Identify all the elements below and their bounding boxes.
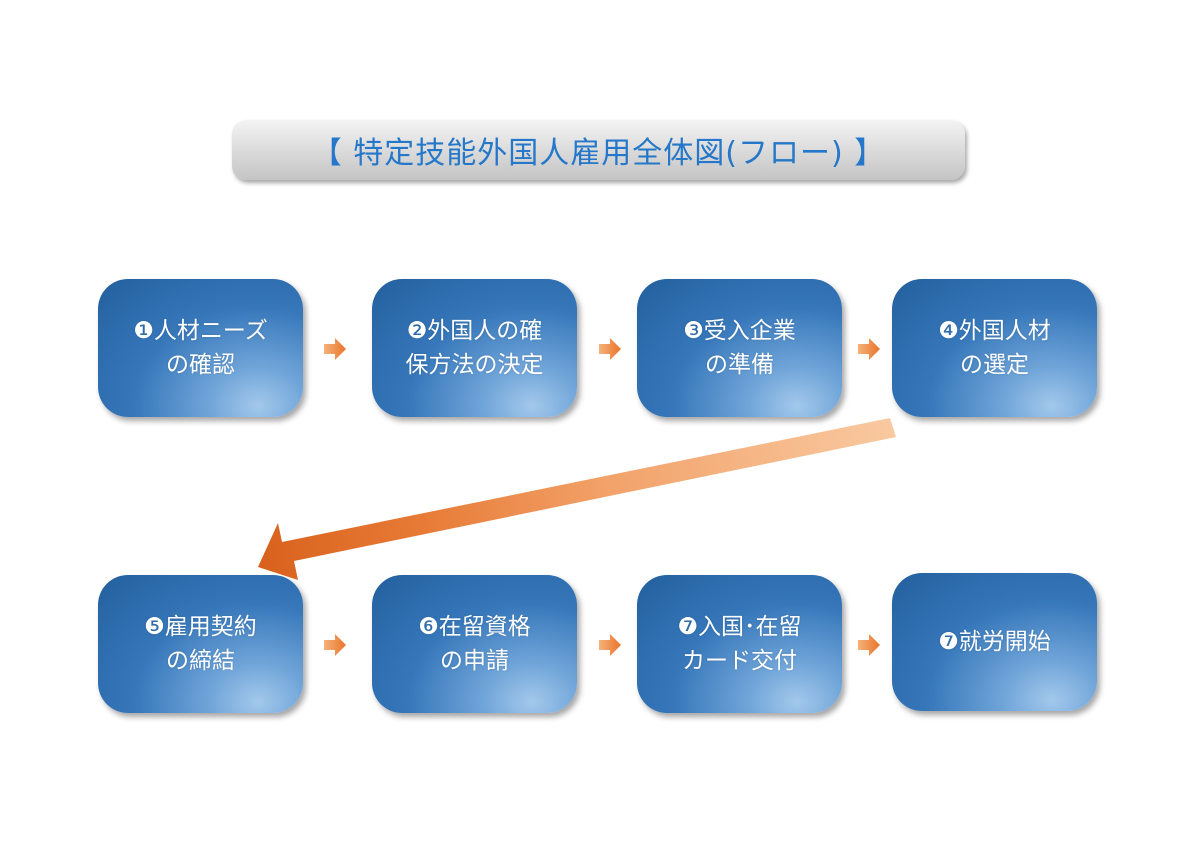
step-8-line-1: ❼就労開始	[938, 629, 1051, 655]
step-1-line-1: ❶人材ニーズ	[133, 318, 268, 344]
step-3-line-2: の準備	[705, 352, 774, 378]
step-7-line-2: カード交付	[682, 648, 797, 674]
step-4-line-1: ❹外国人材	[938, 318, 1051, 344]
arrow-right-icon	[599, 338, 621, 360]
step-3-box: ❸受入企業 の準備	[637, 279, 842, 417]
diagonal-arrow-icon	[258, 418, 896, 580]
arrow-right-icon	[858, 338, 880, 360]
step-2-line-2: 保方法の決定	[405, 352, 544, 378]
step-7-box: ❼入国･在留 カード交付	[637, 575, 842, 713]
step-5-box: ❺雇用契約 の締結	[98, 575, 303, 713]
step-2-box: ❷外国人の確 保方法の決定	[372, 279, 577, 417]
step-5-line-2: の締結	[166, 648, 235, 674]
step-3-line-1: ❸受入企業	[683, 318, 796, 344]
step-8-box: ❼就労開始	[892, 573, 1097, 711]
step-5-line-1: ❺雇用契約	[144, 614, 257, 640]
arrow-right-icon	[599, 634, 621, 656]
title-banner: 【 特定技能外国人雇用全体図(フロー) 】	[232, 120, 965, 180]
step-4-box: ❹外国人材 の選定	[892, 279, 1097, 417]
step-6-line-2: の申請	[440, 648, 509, 674]
step-1-box: ❶人材ニーズ の確認	[98, 279, 303, 417]
arrow-right-icon	[324, 338, 346, 360]
diagram-title: 【 特定技能外国人雇用全体図(フロー) 】	[311, 136, 886, 171]
step-4-line-2: の選定	[960, 352, 1029, 378]
step-1-line-2: の確認	[166, 352, 235, 378]
step-6-line-1: ❻在留資格	[418, 614, 531, 640]
step-7-line-1: ❼入国･在留	[677, 614, 802, 640]
arrow-right-icon	[858, 634, 880, 656]
arrow-right-icon	[324, 634, 346, 656]
step-2-line-1: ❷外国人の確	[406, 318, 543, 344]
step-6-box: ❻在留資格 の申請	[372, 575, 577, 713]
